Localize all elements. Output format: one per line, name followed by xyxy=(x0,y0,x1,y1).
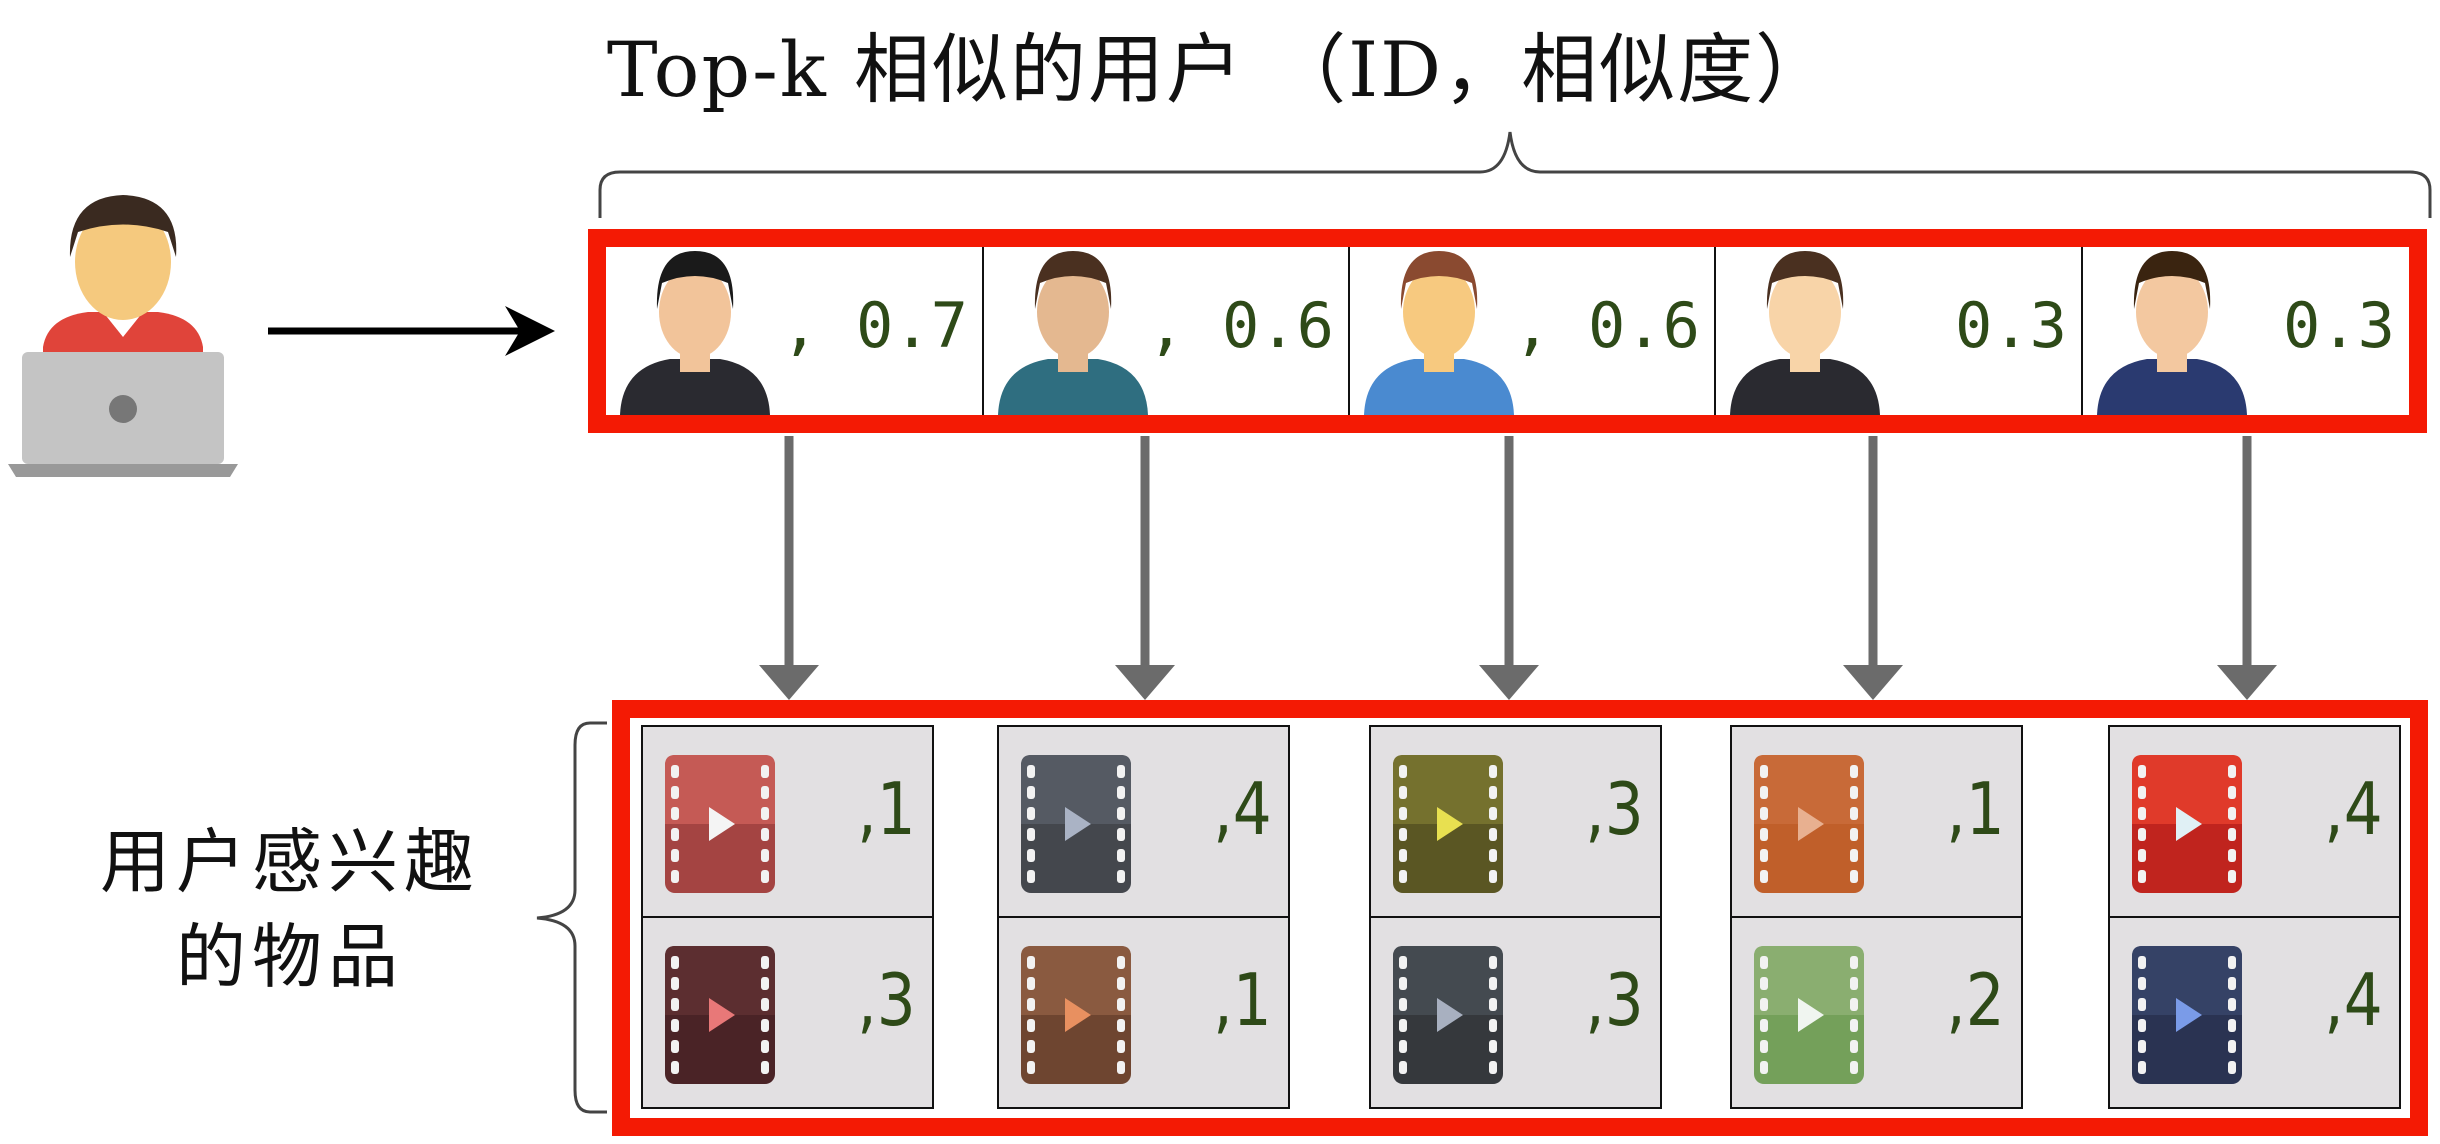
similarity-value: , 0.6 xyxy=(1147,289,1334,362)
top-brace xyxy=(598,131,2432,218)
interest-score: ,1 xyxy=(857,767,916,851)
similarity-value: , 0.6 xyxy=(1513,289,1700,362)
video-film-icon xyxy=(1393,755,1503,893)
user-avatar-icon xyxy=(620,251,770,415)
top-k-similar-users-box: , 0.7 , 0.6 , 0.6 0.3 0.3 xyxy=(588,229,2427,433)
video-film-icon xyxy=(2132,946,2242,1084)
down-arrow xyxy=(1479,436,1539,700)
interest-score: ,4 xyxy=(2324,958,2383,1042)
interest-score: ,3 xyxy=(857,958,916,1042)
interest-score: ,1 xyxy=(1946,767,2005,851)
video-film-icon xyxy=(1754,946,1864,1084)
left-brace xyxy=(536,721,607,1114)
similar-user-cell: , 0.6 xyxy=(1350,247,1716,415)
similar-user-cell: 0.3 xyxy=(1716,247,2083,415)
label-line-1: 用户感兴趣 xyxy=(100,821,480,903)
interest-score: ,4 xyxy=(2324,767,2383,851)
similar-user-cell: , 0.7 xyxy=(606,247,984,415)
interest-score: ,4 xyxy=(1213,767,1272,851)
video-film-icon xyxy=(1754,755,1864,893)
interest-score: ,2 xyxy=(1946,958,2005,1042)
item-cell: ,1 xyxy=(641,725,934,918)
similar-user-cell: , 0.6 xyxy=(984,247,1350,415)
video-film-icon xyxy=(2132,755,2242,893)
user-avatar-icon xyxy=(1730,251,1880,415)
similarity-value: 0.3 xyxy=(2283,289,2395,362)
item-cell: ,3 xyxy=(1369,916,1662,1109)
query-user-icon xyxy=(8,187,238,481)
label-line-2: 的物品 xyxy=(176,916,404,998)
interest-score: ,3 xyxy=(1585,767,1644,851)
down-arrow xyxy=(759,436,819,700)
interest-score: ,1 xyxy=(1213,958,1272,1042)
similar-user-cell: 0.3 xyxy=(2083,247,2409,415)
item-cell: ,4 xyxy=(997,725,1290,918)
interest-score: ,3 xyxy=(1585,958,1644,1042)
video-film-icon xyxy=(1393,946,1503,1084)
down-arrow xyxy=(1115,436,1175,700)
down-arrow xyxy=(2217,436,2277,700)
user-to-items-arrows xyxy=(759,436,2277,700)
item-cell: ,3 xyxy=(1369,725,1662,918)
item-cell: ,4 xyxy=(2108,725,2401,918)
interested-items-label: 用户感兴趣 的物品 xyxy=(60,815,520,1005)
item-cell: ,1 xyxy=(1730,725,2023,918)
item-cell: ,1 xyxy=(997,916,1290,1109)
down-arrow xyxy=(1843,436,1903,700)
similarity-value: 0.3 xyxy=(1955,289,2067,362)
video-film-icon xyxy=(665,946,775,1084)
item-cell: ,2 xyxy=(1730,916,2023,1109)
video-film-icon xyxy=(665,755,775,893)
user-avatar-icon xyxy=(2097,251,2247,415)
user-avatar-icon xyxy=(998,251,1148,415)
similarity-value: , 0.7 xyxy=(781,289,968,362)
user-avatar-icon xyxy=(1364,251,1514,415)
video-film-icon xyxy=(1021,755,1131,893)
video-film-icon xyxy=(1021,946,1131,1084)
diagram-title: Top-k 相似的用户 （ID，相似度） xyxy=(606,25,1834,114)
item-cell: ,3 xyxy=(641,916,934,1109)
query-arrow xyxy=(268,306,555,356)
item-cell: ,4 xyxy=(2108,916,2401,1109)
